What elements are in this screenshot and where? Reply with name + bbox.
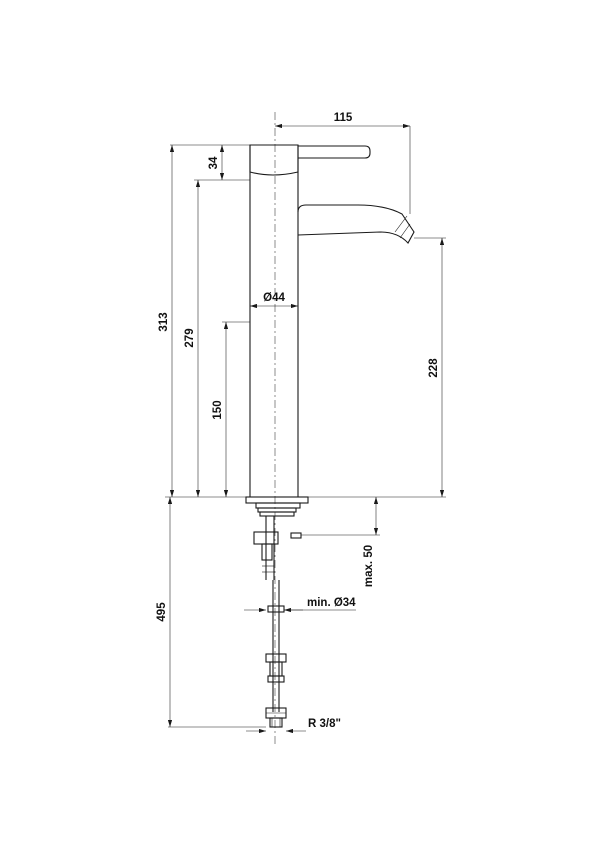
dim-label-150: 150: [212, 400, 224, 419]
dim-label-313: 313: [158, 312, 170, 331]
dim-label-34: 34: [208, 156, 220, 169]
faucet-body: [245, 144, 415, 504]
dim-label-115: 115: [334, 112, 353, 124]
dim-label-thread-r38: R 3/8": [308, 718, 341, 730]
dimension-lines: [167, 123, 445, 734]
dim-label-diameter-44: Ø44: [263, 292, 285, 304]
dim-label-279: 279: [184, 328, 196, 347]
dim-label-min-diameter-34: min. Ø34: [307, 597, 356, 609]
dim-label-228: 228: [428, 358, 440, 378]
dim-label-495: 495: [156, 602, 168, 622]
dim-label-max-50: max. 50: [363, 545, 375, 587]
fixing-assembly: [253, 502, 302, 728]
